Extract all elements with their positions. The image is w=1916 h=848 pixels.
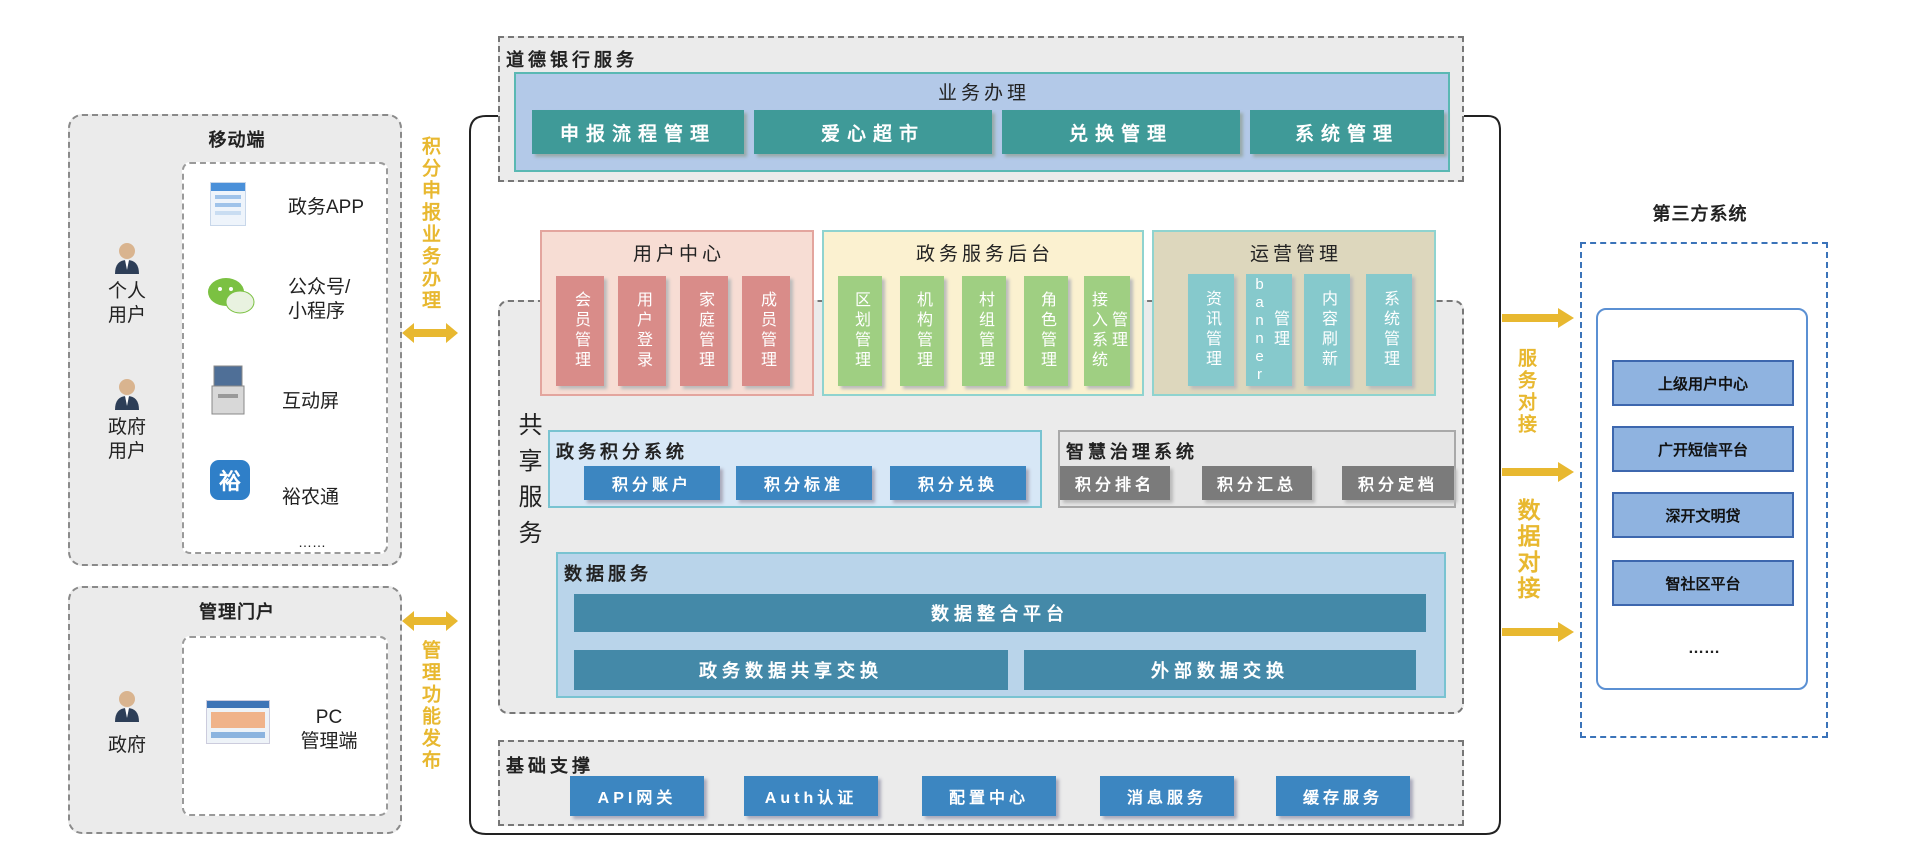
base-title: 基础支撑 (506, 756, 594, 776)
phone-app-icon (210, 182, 246, 226)
data-exchange-external[interactable]: 外部数据交换 (1024, 650, 1416, 690)
main-frame-outline (469, 115, 1501, 835)
connector-label-top: 积分申报业务办理 (419, 136, 440, 312)
gov-cell-5-part-1: 接入系统 (1089, 291, 1106, 371)
points-title: 政务积分系统 (556, 442, 688, 462)
user-center-cell-2[interactable]: 用户登录 (618, 276, 666, 386)
right-arrow-3 (1502, 622, 1574, 642)
third-party-more: …… (1688, 640, 1720, 657)
shared-side-label: 共享服务 (514, 412, 541, 556)
third-party-item-1[interactable]: 上级用户中心 (1612, 360, 1794, 406)
governance-item-2[interactable]: 积分汇总 (1202, 466, 1312, 500)
third-party-inner: 上级用户中心 广开短信平台 深开文明贷 智社区平台 …… (1596, 308, 1808, 690)
user-icon (112, 242, 142, 276)
business-item-1[interactable]: 申报流程管理 (532, 110, 744, 154)
mobile-title: 移动端 (208, 130, 266, 150)
app-label-kiosk: 互动屏 (282, 391, 340, 412)
ops-cell-3[interactable]: 内容刷新 (1304, 274, 1350, 386)
ops-cell-4[interactable]: 系统管理 (1366, 274, 1412, 386)
admin-apps-box: PC 管理端 (182, 636, 388, 816)
gov-user-label: 政府 用户 (107, 417, 146, 462)
personal-user-label: 个人 用户 (107, 281, 146, 326)
bank-panel: 道德银行服务 业务办理 申报流程管理 爱心超市 兑换管理 系统管理 (498, 36, 1464, 182)
right-label-data: 数据对接 (1514, 498, 1540, 602)
points-panel: 政务积分系统 积分账户 积分标准 积分兑换 (548, 430, 1042, 508)
left-arrow-bottom (402, 611, 458, 631)
governance-panel: 智慧治理系统 积分排名 积分汇总 积分定档 (1058, 430, 1456, 508)
user-center-title: 用户中心 (632, 243, 725, 265)
points-item-3[interactable]: 积分兑换 (890, 466, 1026, 500)
data-exchange-gov[interactable]: 政务数据共享交换 (574, 650, 1008, 690)
app-label-gov: 政务APP (288, 197, 365, 218)
ops-cell-2-part-1: banner (1251, 276, 1268, 384)
base-panel: 基础支撑 API网关 Auth认证 配置中心 消息服务 缓存服务 (498, 740, 1464, 826)
governance-item-1[interactable]: 积分排名 (1060, 466, 1170, 500)
connector-label-bottom: 管理功能发布 (419, 640, 440, 772)
user-center-cell-3[interactable]: 家庭管理 (680, 276, 728, 386)
app-label-yu: 裕农通 (282, 487, 340, 508)
governance-title: 智慧治理系统 (1066, 442, 1198, 462)
left-arrow-top (402, 323, 458, 343)
bank-title: 道德银行服务 (506, 50, 638, 70)
yu-app-icon: 裕 (210, 460, 250, 500)
business-item-4[interactable]: 系统管理 (1250, 110, 1444, 154)
base-item-5[interactable]: 缓存服务 (1276, 776, 1410, 816)
business-panel: 业务办理 申报流程管理 爱心超市 兑换管理 系统管理 (514, 72, 1450, 172)
third-party-item-4[interactable]: 智社区平台 (1612, 560, 1794, 606)
third-party-panel: 上级用户中心 广开短信平台 深开文明贷 智社区平台 …… (1580, 242, 1828, 738)
user-icon (112, 690, 142, 724)
business-item-2[interactable]: 爱心超市 (754, 110, 992, 154)
business-title: 业务办理 (937, 82, 1030, 104)
gov-cell-3[interactable]: 村组管理 (962, 276, 1006, 386)
data-platform[interactable]: 数据整合平台 (574, 594, 1426, 632)
gov-cell-5[interactable]: 接入系统 管理 (1084, 276, 1130, 386)
base-item-1[interactable]: API网关 (570, 776, 704, 816)
admin-title: 管理门户 (199, 602, 275, 622)
user-icon (112, 378, 142, 412)
base-item-3[interactable]: 配置中心 (922, 776, 1056, 816)
ops-cell-2[interactable]: banner 管理 (1246, 274, 1292, 386)
ops-cell-1[interactable]: 资讯管理 (1188, 274, 1234, 386)
gov-cell-2[interactable]: 机构管理 (900, 276, 944, 386)
gov-cell-4[interactable]: 角色管理 (1024, 276, 1068, 386)
right-arrow-1 (1502, 308, 1574, 328)
gov-backend-title: 政务服务后台 (915, 243, 1054, 265)
admin-app-label: PC 管理端 (300, 707, 358, 752)
mobile-panel: 移动端 个人 用户 政府 用户 政务APP 公众号/ 小程序 互动屏 裕 裕农通 (68, 114, 402, 566)
operation-panel: 运营管理 资讯管理 banner 管理 内容刷新 系统管理 (1152, 230, 1436, 396)
base-item-4[interactable]: 消息服务 (1100, 776, 1234, 816)
user-center-cell-1[interactable]: 会员管理 (556, 276, 604, 386)
points-item-1[interactable]: 积分账户 (584, 466, 720, 500)
business-item-3[interactable]: 兑换管理 (1002, 110, 1240, 154)
gov-cell-5-part-2: 管理 (1109, 311, 1126, 351)
points-item-2[interactable]: 积分标准 (736, 466, 872, 500)
mobile-more: …… (298, 534, 326, 550)
governance-item-3[interactable]: 积分定档 (1342, 466, 1454, 500)
third-party-item-3[interactable]: 深开文明贷 (1612, 492, 1794, 538)
right-arrow-2 (1502, 462, 1574, 482)
app-label-wechat: 公众号/ 小程序 (288, 277, 351, 322)
third-party-item-2[interactable]: 广开短信平台 (1612, 426, 1794, 472)
admin-user-label: 政府 (107, 735, 146, 756)
ops-cell-2-part-2: 管理 (1271, 310, 1288, 350)
admin-panel: 管理门户 政府 PC 管理端 (68, 586, 402, 834)
wechat-icon (206, 276, 256, 316)
user-center-cell-4[interactable]: 成员管理 (742, 276, 790, 386)
user-center-panel: 用户中心 会员管理 用户登录 家庭管理 成员管理 (540, 230, 814, 396)
right-label-service: 服务对接 (1515, 348, 1536, 436)
data-service-panel: 数据服务 数据整合平台 政务数据共享交换 外部数据交换 (556, 552, 1446, 698)
third-party-title: 第三方系统 (1652, 204, 1748, 224)
mobile-apps-box: 政务APP 公众号/ 小程序 互动屏 裕 裕农通 …… (182, 162, 388, 554)
pc-screen-icon (206, 700, 270, 744)
gov-cell-1[interactable]: 区划管理 (838, 276, 882, 386)
gov-backend-panel: 政务服务后台 区划管理 机构管理 村组管理 角色管理 接入系统 管理 (822, 230, 1144, 396)
base-item-2[interactable]: Auth认证 (744, 776, 878, 816)
data-service-title: 数据服务 (564, 564, 652, 584)
kiosk-icon (210, 364, 246, 416)
operation-title: 运营管理 (1249, 243, 1342, 265)
